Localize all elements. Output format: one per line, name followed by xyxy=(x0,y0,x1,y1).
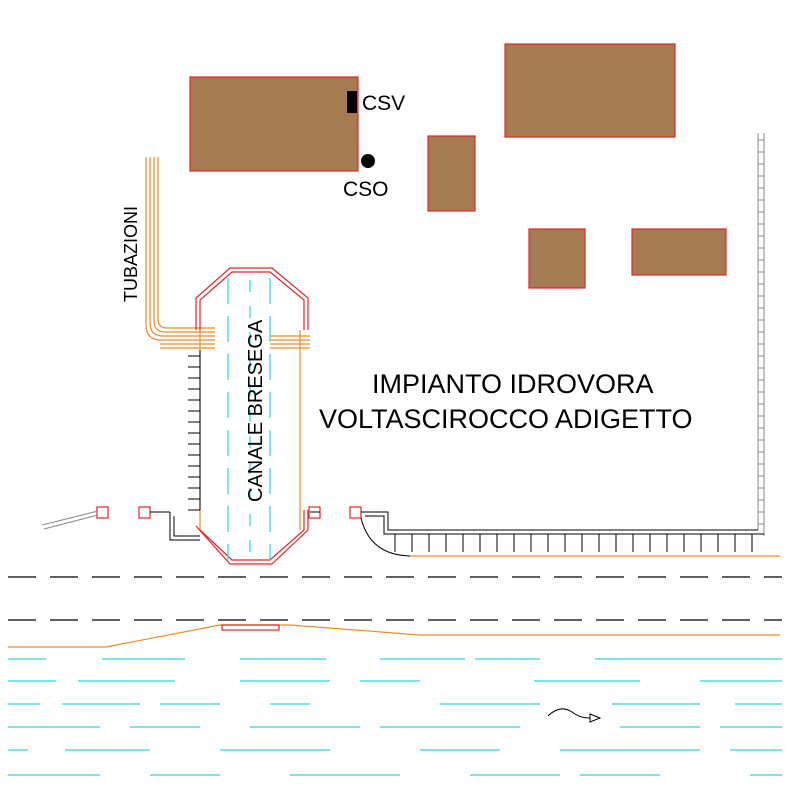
right-boundary xyxy=(757,133,765,536)
building-small-center xyxy=(427,135,476,212)
gate-markers xyxy=(96,506,362,519)
building-top-right xyxy=(504,43,676,138)
building-main xyxy=(189,76,359,172)
canal-bresega xyxy=(188,267,309,565)
csv-label: CSV xyxy=(362,92,405,115)
cso-label: CSO xyxy=(343,178,389,201)
pipes xyxy=(145,157,310,349)
csv-marker-icon xyxy=(347,91,357,113)
plant-label-line1: IMPIANTO IDROVORA xyxy=(372,369,654,399)
river-bank xyxy=(8,624,780,648)
right-quay xyxy=(360,511,780,557)
flow-arrow-icon xyxy=(547,708,602,723)
canal-label: CANALE BRESEGA xyxy=(245,319,267,502)
cso-marker-icon xyxy=(361,154,375,168)
building-small-lower xyxy=(528,228,586,289)
pipes-label: TUBAZIONI xyxy=(121,206,141,302)
plant-label-line2: VOLTASCIROCCO ADIGETTO xyxy=(319,404,693,434)
buildings xyxy=(189,43,727,289)
river-water xyxy=(8,658,782,776)
building-right xyxy=(631,228,727,276)
left-embankment xyxy=(41,510,320,541)
